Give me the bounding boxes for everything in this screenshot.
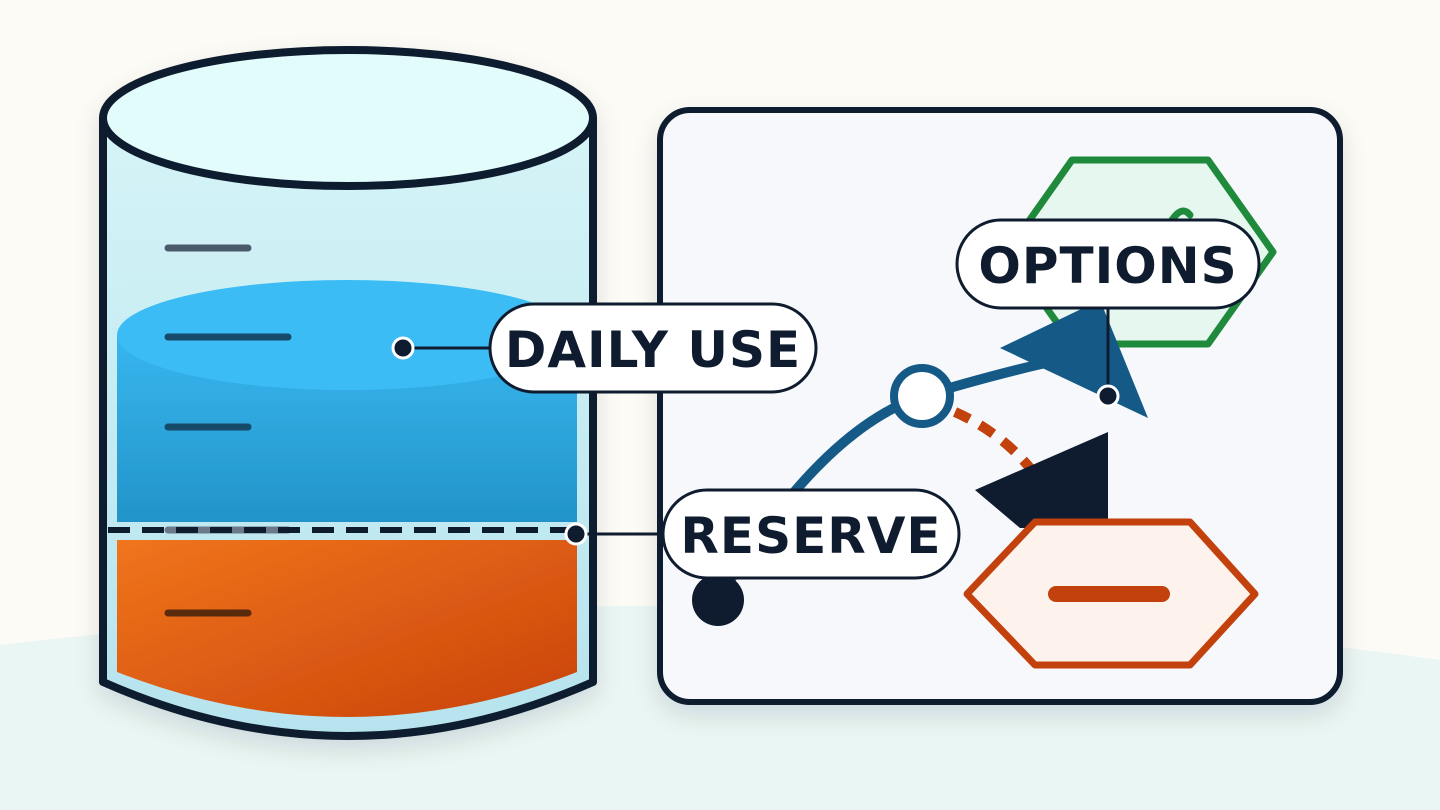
daily-use-anchor-dot: [391, 336, 415, 360]
daily-use-pill: [488, 302, 818, 394]
reserve-path: [952, 407, 1034, 472]
reserve-pill: [661, 488, 961, 580]
dark-direction-arrow-icon: [975, 432, 1108, 528]
tank-top: [99, 46, 597, 190]
options-callout: OPTIONS: [955, 218, 1261, 310]
daily-use-callout: DAILY USE: [488, 302, 818, 394]
daily-use-label: DAILY USE: [505, 321, 801, 379]
options-label: OPTIONS: [978, 237, 1237, 295]
reserve-anchor-dot: [564, 522, 588, 546]
tank: [99, 46, 597, 740]
reserve-label: RESERVE: [680, 507, 941, 565]
reserve-callout: RESERVE: [661, 488, 961, 580]
check-accent-icon: [1168, 207, 1194, 224]
options-pill: [955, 218, 1261, 310]
tank-outline: [99, 118, 597, 740]
options-anchor-dot: [1096, 384, 1120, 408]
junction-node-icon: [890, 364, 954, 428]
start-node-icon: [692, 574, 744, 626]
water-surface: [117, 280, 577, 390]
reserve-layer: [117, 540, 577, 717]
